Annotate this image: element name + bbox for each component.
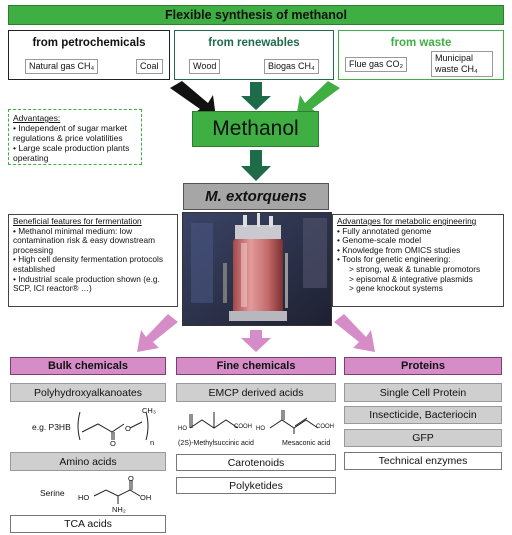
- serine-structure: Serine HO O OH NH₂: [10, 474, 166, 514]
- fine-item-carotenoids: Carotenoids: [176, 454, 336, 471]
- source-waste: from waste Flue gas CO₂ Municipal waste …: [338, 30, 504, 80]
- arrow-to-bulk: [137, 314, 178, 352]
- p3hb-label: e.g. P3HB: [32, 422, 71, 432]
- emcp-structures: HO COOH HO COOH (2S)-Methylsuccinic acid…: [176, 404, 336, 452]
- source-petrochemicals-title: from petrochemicals: [32, 37, 146, 49]
- p3hb-n: n: [150, 438, 155, 447]
- mesaconic-ho: HO: [256, 426, 265, 432]
- arrow-renewables-to-methanol: [241, 82, 271, 110]
- protein-item-insecticide: Insecticide, Bacteriocin: [344, 406, 502, 424]
- source-renewables: from renewables Wood Biogas CH₄: [174, 30, 334, 80]
- arrow-methanol-to-organism: [241, 150, 271, 181]
- organism-box: M. extorquens: [183, 183, 329, 210]
- fermentation-item: Methanol minimal medium: low contaminati…: [13, 226, 173, 256]
- source-item-flue-gas: Flue gas CO₂: [345, 57, 408, 72]
- bulk-item-pha: Polyhydroxyalkanoates: [10, 383, 166, 402]
- engineering-item: Fully annotated genome: [337, 226, 499, 237]
- p3hb-o: O: [125, 424, 131, 433]
- source-item-municipal-waste: Municipal waste CH₄: [431, 51, 493, 77]
- diagram-title: Flexible synthesis of methanol: [8, 5, 504, 25]
- source-petrochemicals: from petrochemicals Natural gas CH₄ Coal: [8, 30, 170, 80]
- methanol-box: Methanol: [192, 111, 319, 147]
- advantage-item: Independent of sugar market regulations …: [13, 123, 137, 143]
- fine-item-polyketides: Polyketides: [176, 477, 336, 494]
- protein-item-enzymes: Technical enzymes: [344, 452, 502, 470]
- engineering-heading: Advantages for metabolic engineering: [337, 216, 477, 226]
- methylsuccinic-cooh: COOH: [234, 424, 252, 430]
- mesaconic-label: Mesaconic acid: [282, 440, 331, 447]
- source-item-coal: Coal: [136, 59, 163, 74]
- source-renewables-title: from renewables: [208, 37, 300, 49]
- engineering-advantages-box: Advantages for metabolic engineering Ful…: [332, 214, 504, 307]
- source-item-wood: Wood: [189, 59, 221, 74]
- bulk-item-tca: TCA acids: [10, 515, 166, 533]
- engineering-subitem: > strong, weak & tunable promotors: [349, 263, 481, 274]
- fermentation-item: Industrial scale production shown (e.g. …: [13, 274, 173, 294]
- p3hb-o2: O: [110, 439, 116, 448]
- advantages-box: Advantages: Independent of sugar market …: [8, 109, 142, 165]
- methylsuccinic-ho: HO: [178, 426, 187, 432]
- bulk-item-amino-acids: Amino acids: [10, 452, 166, 471]
- protein-item-scp: Single Cell Protein: [344, 383, 502, 402]
- protein-item-gfp: GFP: [344, 429, 502, 447]
- mesaconic-cooh: COOH: [316, 424, 334, 430]
- source-item-biogas: Biogas CH₄: [264, 59, 319, 74]
- fermentation-heading: Beneficial features for fermentation: [13, 216, 142, 226]
- category-fine-header: Fine chemicals: [176, 357, 336, 375]
- methylsuccinic-label: (2S)-Methylsuccinic acid: [178, 440, 254, 447]
- serine-ho: HO: [78, 493, 90, 502]
- engineering-item: Tools for genetic engineering:: [337, 255, 499, 265]
- engineering-item: Genome-scale model: [337, 236, 499, 246]
- advantages-heading: Advantages:: [13, 113, 61, 123]
- category-proteins-header: Proteins: [344, 357, 502, 375]
- source-waste-title: from waste: [390, 37, 452, 49]
- bioreactor-photo: [182, 212, 332, 326]
- advantage-item: Large scale production plants operating: [13, 143, 137, 163]
- fine-item-emcp: EMCP derived acids: [176, 383, 336, 402]
- fermentation-item: High cell density fermentation protocols…: [13, 255, 173, 274]
- engineering-item: Knowledge from OMICS studies: [337, 245, 499, 256]
- p3hb-ch3: CH₃: [142, 406, 156, 415]
- engineering-subitem: > gene knockout systems: [349, 283, 443, 294]
- serine-o: O: [128, 474, 134, 483]
- serine-nh2: NH₂: [112, 505, 126, 514]
- source-item-natural-gas: Natural gas CH₄: [25, 59, 99, 74]
- category-bulk-header: Bulk chemicals: [10, 357, 166, 375]
- fermentation-features-box: Beneficial features for fermentation Met…: [8, 214, 178, 307]
- arrow-to-fine: [241, 330, 271, 352]
- arrow-to-proteins: [334, 314, 375, 352]
- serine-label: Serine: [40, 488, 65, 498]
- p3hb-structure: e.g. P3HB CH₃ O n O: [10, 404, 166, 448]
- serine-oh: OH: [140, 493, 152, 502]
- engineering-subitem: > episomal & integrative plasmids: [349, 273, 473, 284]
